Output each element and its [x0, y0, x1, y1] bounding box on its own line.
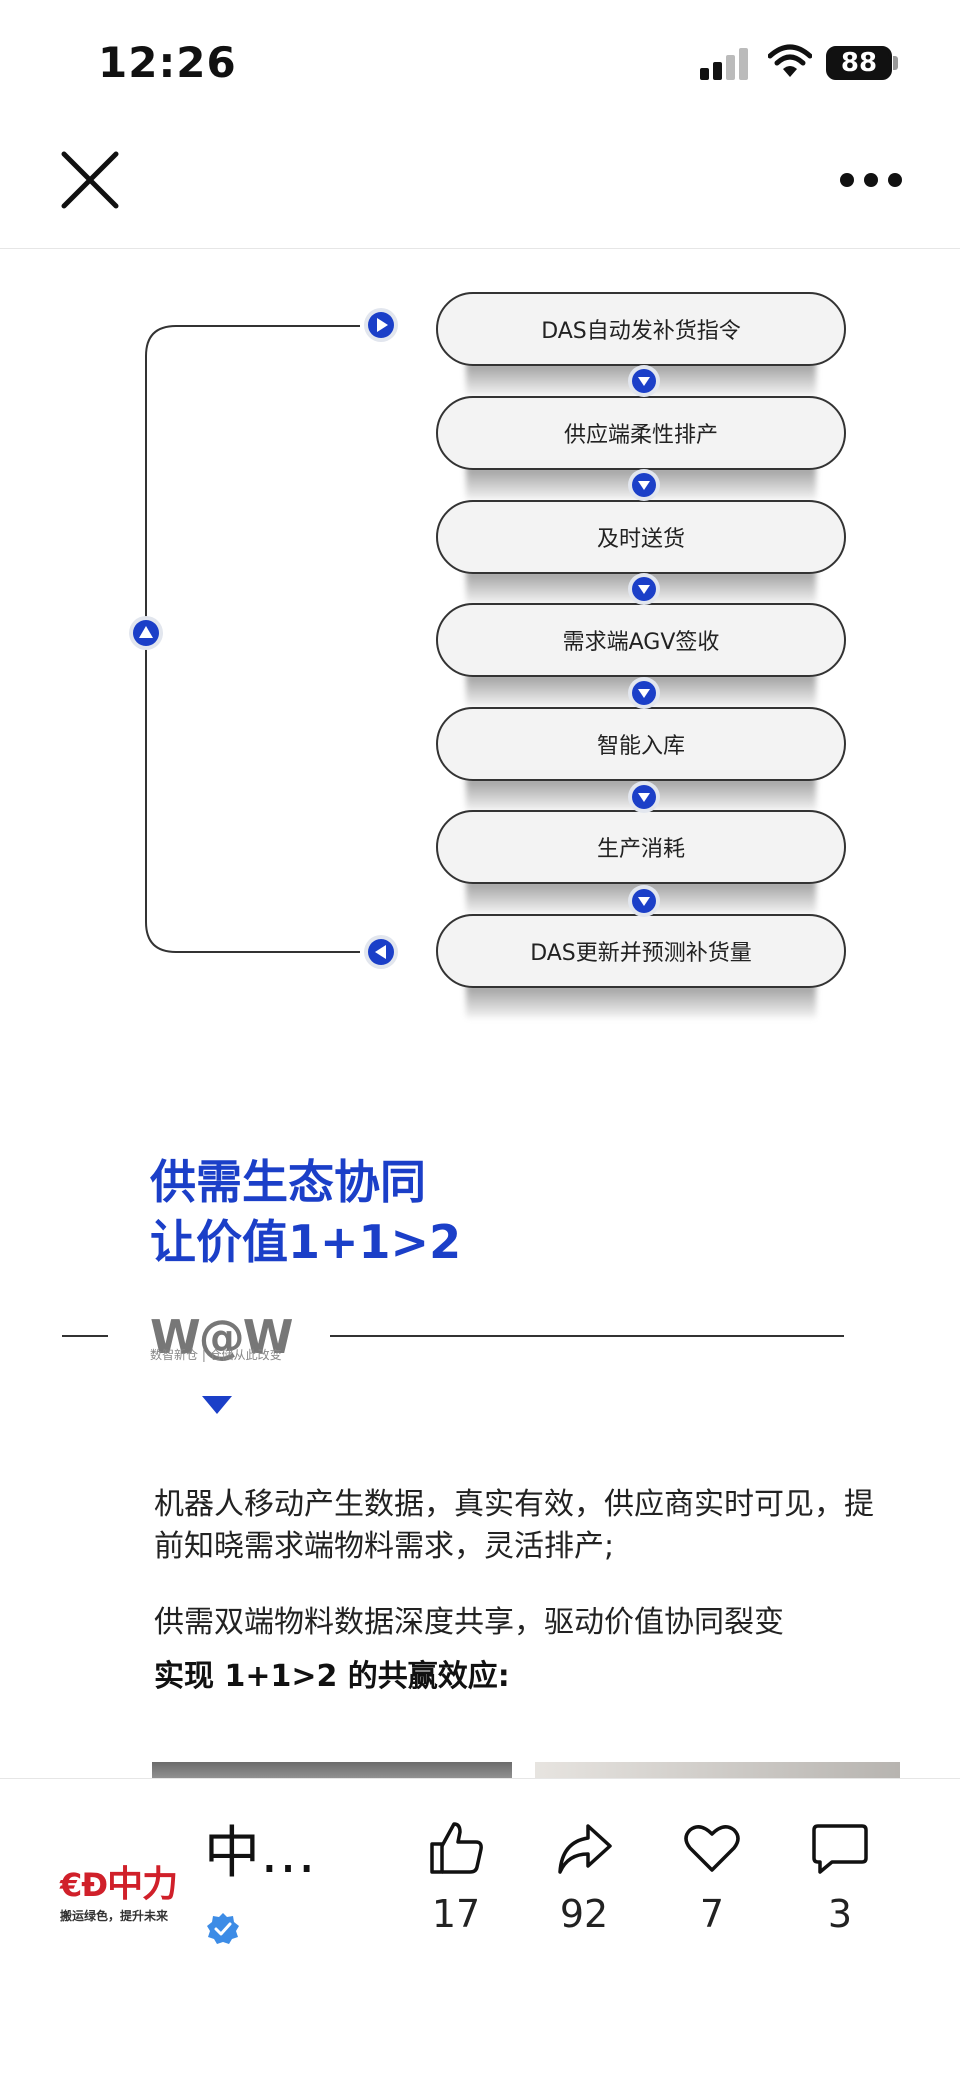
- publisher-logo-mark: €Đ中力: [60, 1864, 178, 1905]
- battery-cap: [893, 56, 898, 70]
- section-rule-left: [62, 1335, 108, 1337]
- thumbs-up-icon: [430, 1822, 483, 1874]
- nav-divider: [0, 248, 960, 249]
- battery-indicator: 88: [826, 46, 892, 80]
- heart-icon: [684, 1825, 740, 1872]
- flow-arrows: [628, 365, 660, 917]
- flow-step: 供应端柔性排产: [436, 396, 846, 470]
- close-icon[interactable]: [60, 150, 120, 210]
- publisher-logo-tagline: 搬运绿色，提升未来: [60, 1909, 169, 1923]
- cellular-signal-icon: [700, 48, 750, 80]
- headline-line-2: 让价值1+1>2: [150, 1215, 462, 1269]
- flow-end-marker-icon: [364, 935, 398, 969]
- flow-step: 及时送货: [436, 500, 846, 574]
- wifi-icon: [768, 44, 812, 77]
- publisher-name[interactable]: 中…: [204, 1821, 316, 1886]
- verified-badge-icon: [207, 1913, 239, 1944]
- article-paragraph: 机器人移动产生数据，真实有效，供应商实时可见，提前知晓需求端物料需求，灵活排产;: [154, 1487, 874, 1564]
- flow-connector: [129, 308, 398, 969]
- flow-start-marker-icon: [364, 308, 398, 342]
- flow-down-arrow-icon: [628, 781, 660, 813]
- headline-line-1: 供需生态协同: [150, 1155, 426, 1209]
- pill-shadow: [466, 984, 816, 1018]
- flow-down-arrow-icon: [628, 365, 660, 397]
- favorite-button[interactable]: 7: [664, 1818, 760, 1936]
- favorite-count: 7: [699, 1892, 725, 1936]
- bottom-action-bar: [0, 1778, 960, 2080]
- flow-loop-up-icon: [129, 616, 163, 650]
- section-rule-right: [330, 1335, 844, 1337]
- flow-step: 生产消耗: [436, 810, 846, 884]
- article-paragraph: 供需双端物料数据深度共享，驱动价值协同裂变: [154, 1605, 784, 1640]
- status-time: 12:26: [98, 38, 237, 87]
- share-button[interactable]: 92: [536, 1818, 632, 1936]
- article-paragraph-emphasis: 实现 1+1>2 的共赢效应:: [154, 1659, 510, 1694]
- flow-step: DAS自动发补货指令: [436, 292, 846, 366]
- article-image-right[interactable]: [535, 1762, 900, 1782]
- flow-step: DAS更新并预测补货量: [436, 914, 846, 988]
- flow-step: 需求端AGV签收: [436, 603, 846, 677]
- flow-down-arrow-icon: [628, 885, 660, 917]
- flow-step: 智能入库: [436, 707, 846, 781]
- share-arrow-icon: [558, 1824, 612, 1874]
- flow-down-arrow-icon: [628, 677, 660, 709]
- like-count: 17: [431, 1892, 481, 1936]
- brand-tagline: 数智新仓 | 仓储从此改变: [150, 1348, 282, 1362]
- comment-button[interactable]: 3: [792, 1818, 888, 1936]
- flow-down-arrow-icon: [628, 573, 660, 605]
- share-count: 92: [559, 1892, 609, 1936]
- article-headline: 供需生态协同 让价值1+1>2: [150, 1152, 461, 1272]
- brand-logo: W@W: [150, 1310, 293, 1364]
- article-image-left[interactable]: [152, 1762, 512, 1782]
- comment-count: 3: [827, 1892, 853, 1936]
- more-options-icon[interactable]: [838, 170, 904, 190]
- comment-bubble-icon: [812, 1824, 868, 1874]
- section-down-marker-icon: [202, 1396, 232, 1414]
- like-button[interactable]: 17: [408, 1818, 504, 1936]
- flow-down-arrow-icon: [628, 469, 660, 501]
- publisher-logo[interactable]: €Đ中力 搬运绿色，提升未来: [60, 1855, 180, 1924]
